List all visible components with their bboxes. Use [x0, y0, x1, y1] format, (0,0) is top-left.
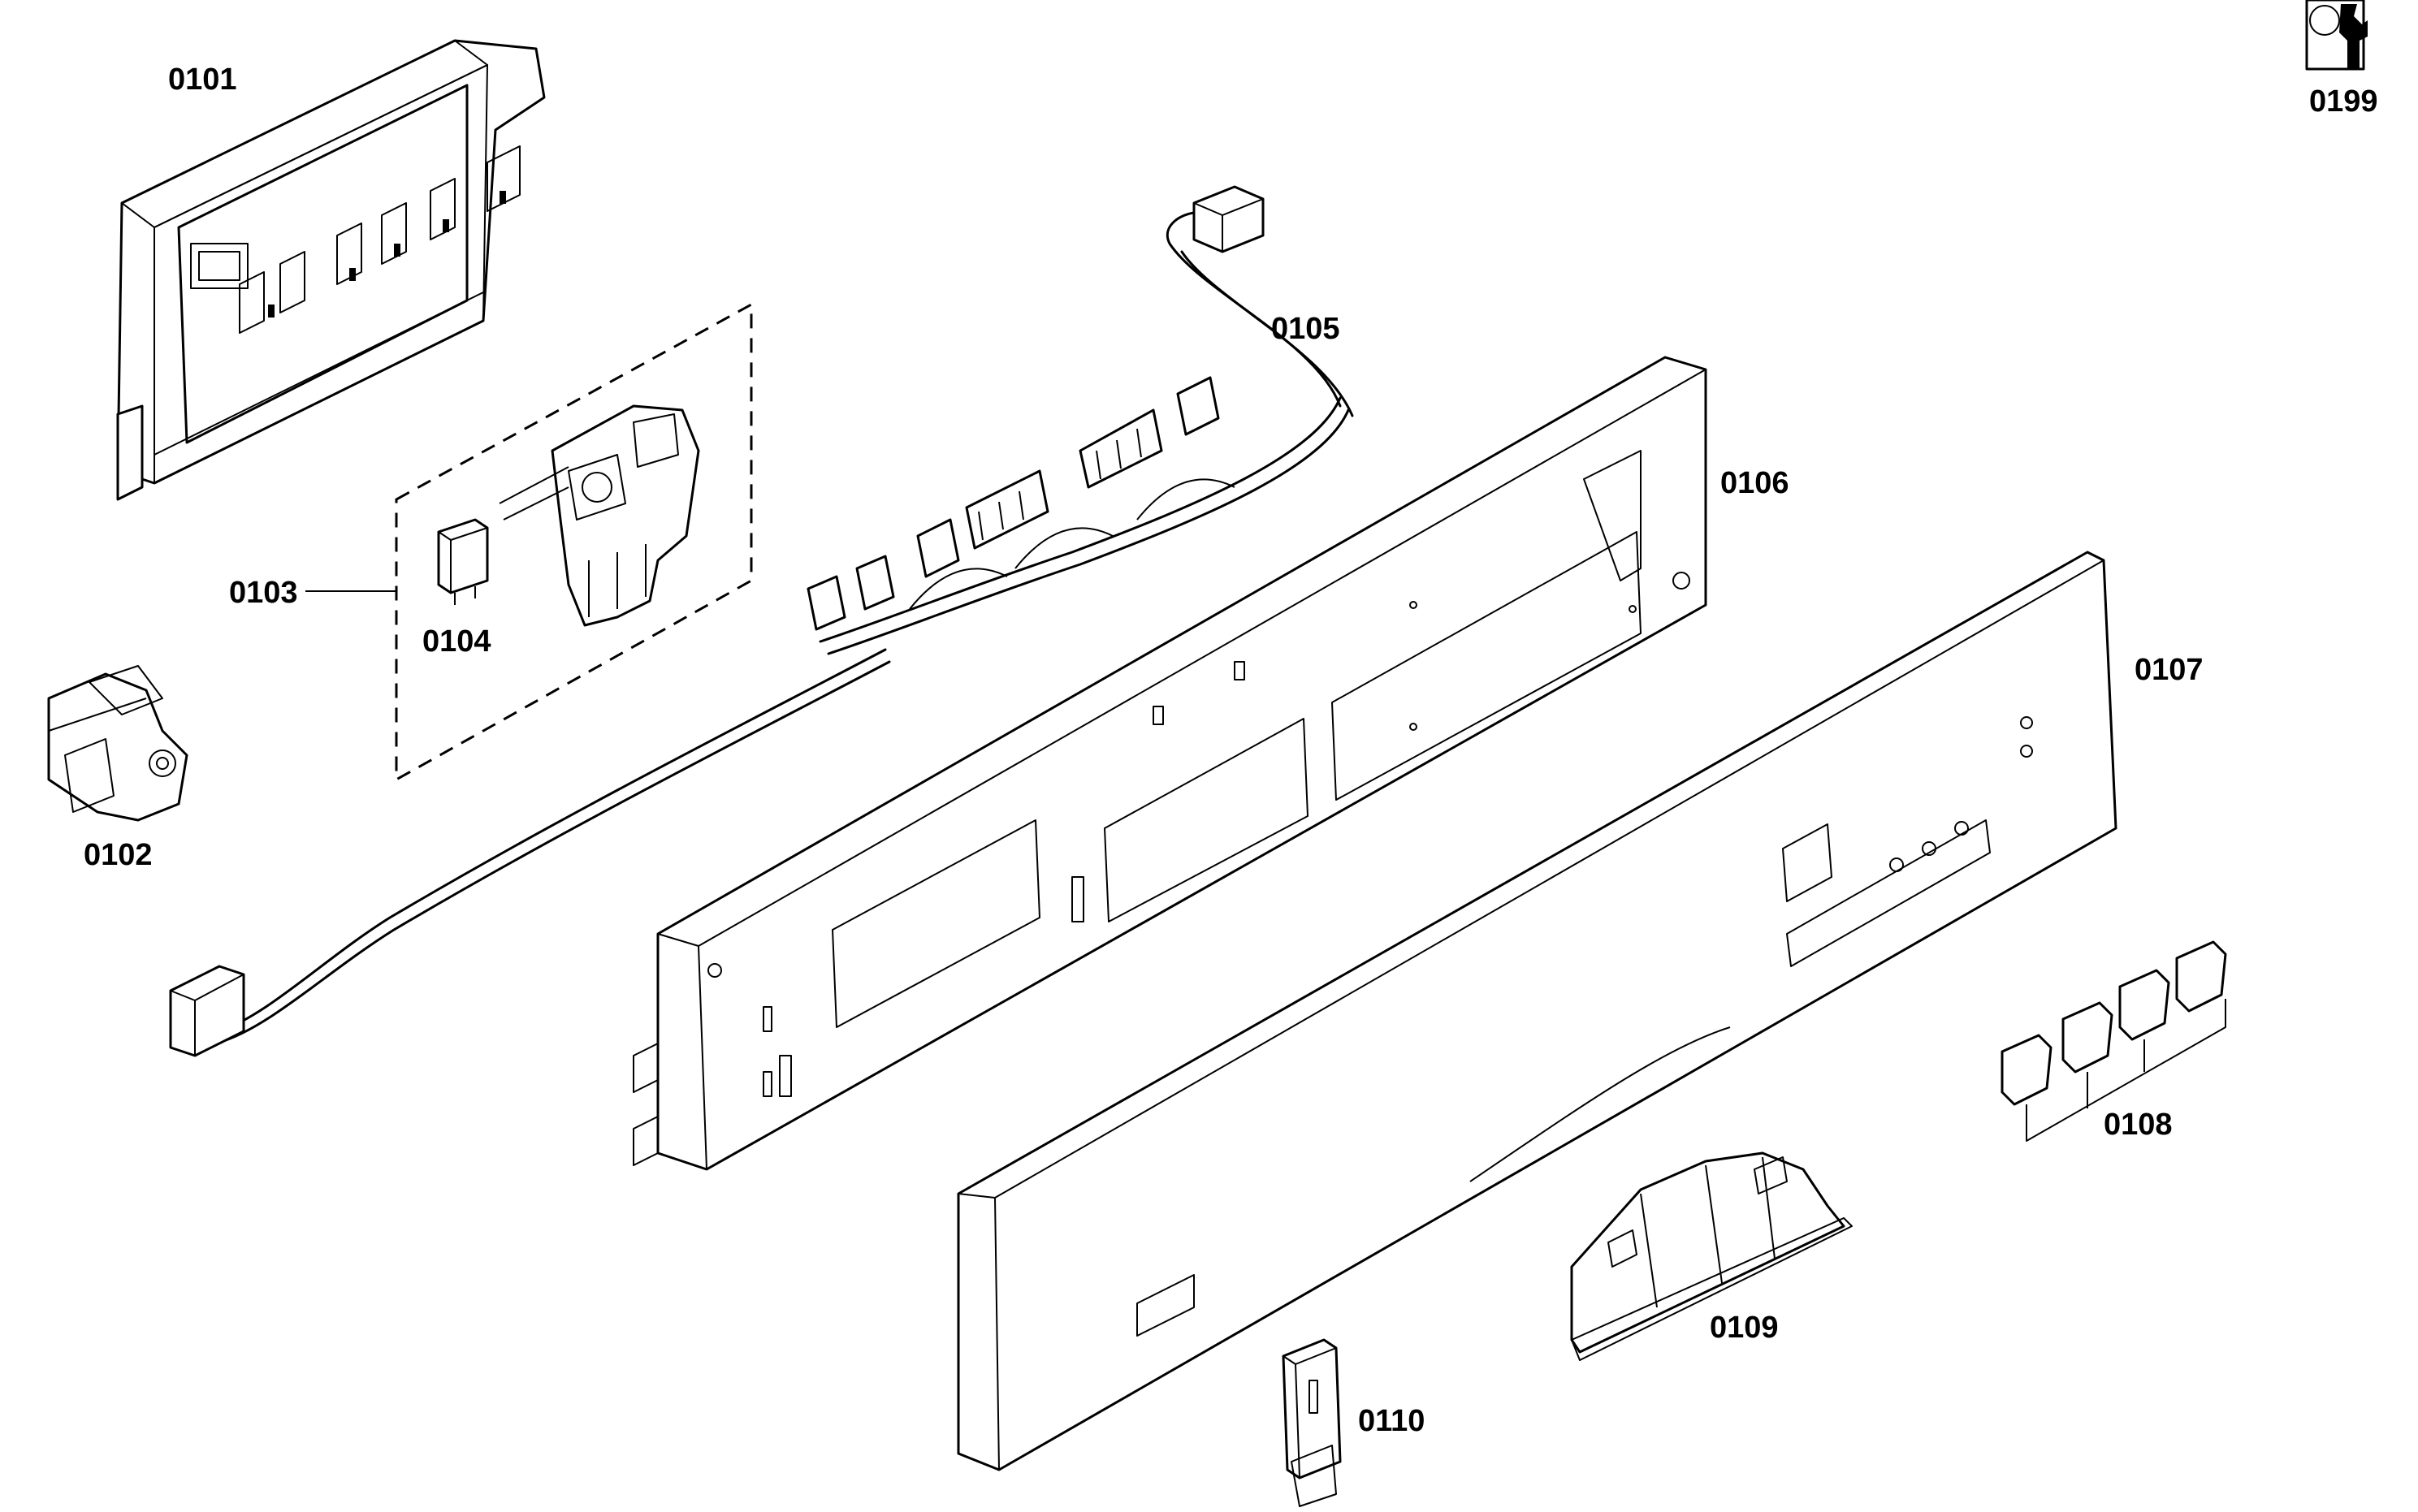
part-0105-wiring-harness [169, 185, 1354, 1057]
label-0107: 0107 [2135, 653, 2204, 687]
part-0109-handle [1570, 1151, 1853, 1361]
part-0102-valve-assembly [47, 665, 188, 822]
part-0108-button-set [2001, 940, 2227, 1142]
label-0103: 0103 [229, 576, 298, 610]
service-tools-icon [2305, 0, 2368, 71]
part-0104-relay [437, 518, 489, 605]
label-0199: 0199 [2309, 84, 2378, 119]
label-0104: 0104 [422, 624, 491, 659]
label-0101: 0101 [168, 63, 237, 97]
part-0107-fascia [957, 551, 2117, 1471]
part-0103-assembly-group [305, 302, 753, 782]
part-0110-bracket [1282, 1338, 1342, 1507]
label-0108: 0108 [2104, 1108, 2173, 1142]
label-0110: 0110 [1358, 1404, 1425, 1438]
label-0105: 0105 [1271, 312, 1340, 346]
label-0109: 0109 [1710, 1311, 1779, 1345]
label-0102: 0102 [84, 838, 153, 872]
label-0106: 0106 [1720, 466, 1789, 500]
part-0101-control-module [116, 39, 546, 501]
part-0106-frame [633, 356, 1707, 1171]
part-0103-switch-mechanism [499, 404, 700, 627]
